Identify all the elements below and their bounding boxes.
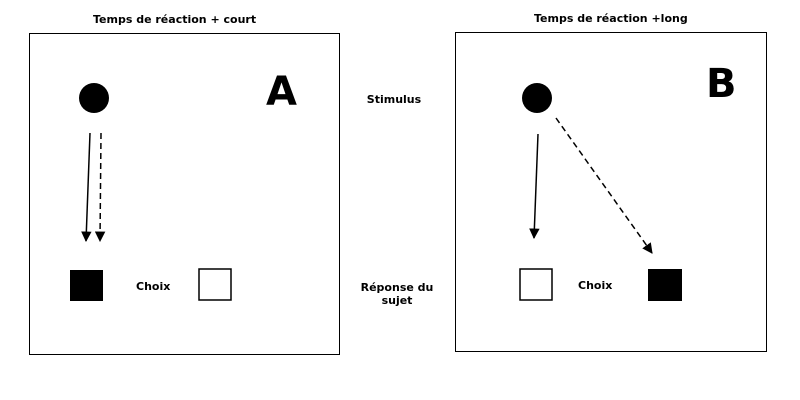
- response-label-line1: Réponse du: [360, 281, 434, 294]
- panel-a-dashed-arrow: [94, 132, 106, 243]
- response-label: Réponse du sujet: [345, 281, 449, 307]
- panel-b-dashed-arrow: [555, 117, 653, 254]
- panel-b-empty-square: [519, 268, 553, 301]
- panel-b-stimulus-dot: [522, 83, 552, 113]
- panel-a-choice-label: Choix: [136, 280, 171, 293]
- panel-a-filled-square: [70, 270, 103, 301]
- panel-a-empty-square: [198, 268, 232, 301]
- stimulus-label: Stimulus: [366, 93, 422, 106]
- response-label-line2: sujet: [381, 294, 413, 307]
- panel-a-letter: A: [266, 69, 297, 115]
- panel-b-title: Temps de réaction +long: [534, 12, 688, 25]
- panel-b-letter: B: [706, 61, 737, 107]
- panel-b-solid-arrow: [529, 133, 540, 240]
- panel-a-solid-arrow: [81, 132, 92, 243]
- panel-b-choice-label: Choix: [578, 279, 613, 292]
- panel-a-stimulus-dot: [79, 83, 109, 113]
- panel-b-filled-square: [648, 269, 682, 301]
- panel-a-title: Temps de réaction + court: [93, 13, 257, 26]
- panel-b: [455, 32, 767, 352]
- panel-a: [29, 33, 340, 355]
